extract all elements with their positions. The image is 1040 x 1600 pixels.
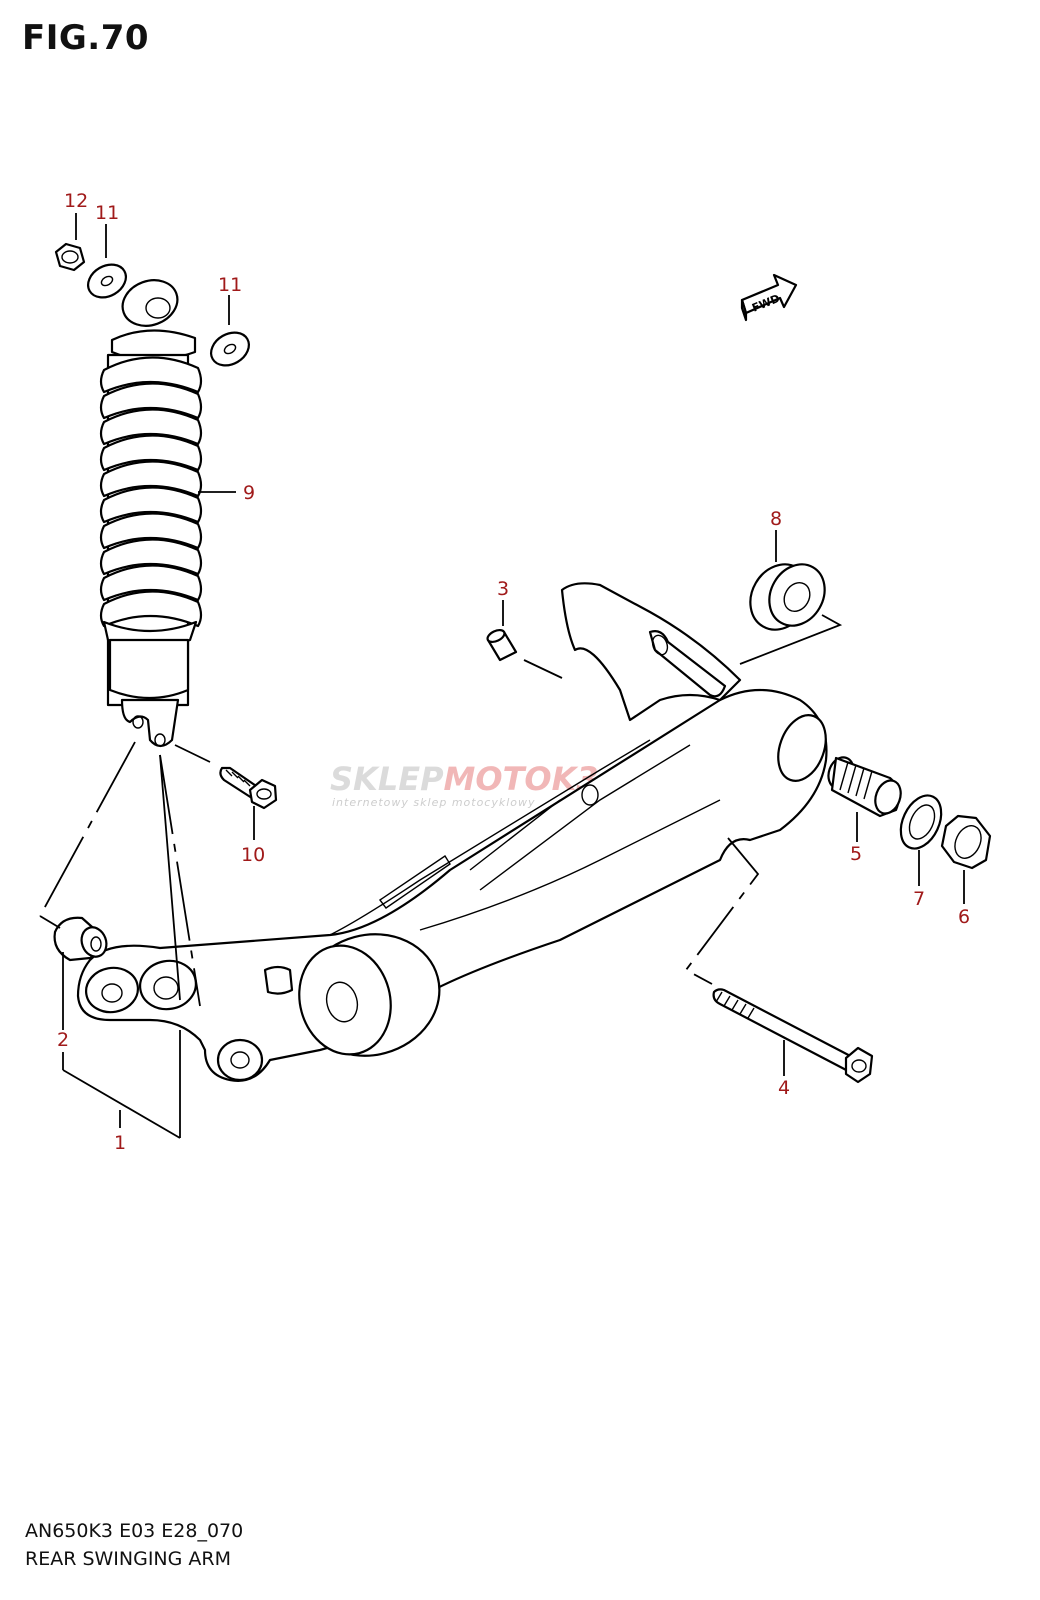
figure-name: REAR SWINGING ARM <box>25 1548 232 1570</box>
washer-part-11-top <box>87 263 127 299</box>
callout-12: 12 <box>64 190 88 212</box>
nut-part-6 <box>940 814 992 870</box>
callout-7: 7 <box>913 888 925 910</box>
pin-part-3 <box>486 628 518 662</box>
bushing-part-2 <box>53 916 108 962</box>
fwd-arrow-icon: FWD <box>740 273 798 322</box>
rear-shock-absorber-part-9 <box>99 279 203 748</box>
watermark-subtext: internetowy sklep motocyklowy <box>332 796 536 809</box>
leader-lines <box>39 213 965 1139</box>
model-code: AN650K3 E03 E28_070 <box>25 1520 244 1542</box>
figure-title: FIG.70 <box>22 18 150 58</box>
callout-8: 8 <box>770 508 782 530</box>
bolt-part-10 <box>219 766 278 810</box>
callout-4: 4 <box>778 1077 790 1099</box>
washer-part-11-right <box>210 331 250 367</box>
washer-part-7 <box>899 794 943 850</box>
axle-bolt-part-4 <box>712 988 874 1084</box>
callout-5: 5 <box>850 843 862 865</box>
callout-9: 9 <box>243 482 255 504</box>
callout-2: 2 <box>57 1029 69 1051</box>
callout-11-right: 11 <box>218 274 242 296</box>
callouts: 12 11 11 9 3 8 10 5 7 6 2 1 4 <box>57 190 970 1154</box>
nut-part-12 <box>54 242 86 272</box>
swing-arm <box>76 582 828 1082</box>
callout-1: 1 <box>114 1132 126 1154</box>
callout-6: 6 <box>958 906 970 928</box>
callout-11-top: 11 <box>95 202 119 224</box>
watermark-text-b: MOTO <box>444 760 552 798</box>
pivot-shaft-part-5 <box>827 756 902 818</box>
callout-10: 10 <box>241 844 265 866</box>
callout-3: 3 <box>497 578 509 600</box>
watermark-text-a: SKLEP <box>330 760 444 798</box>
spring-coils <box>99 356 203 628</box>
bearing-part-8 <box>749 563 826 631</box>
